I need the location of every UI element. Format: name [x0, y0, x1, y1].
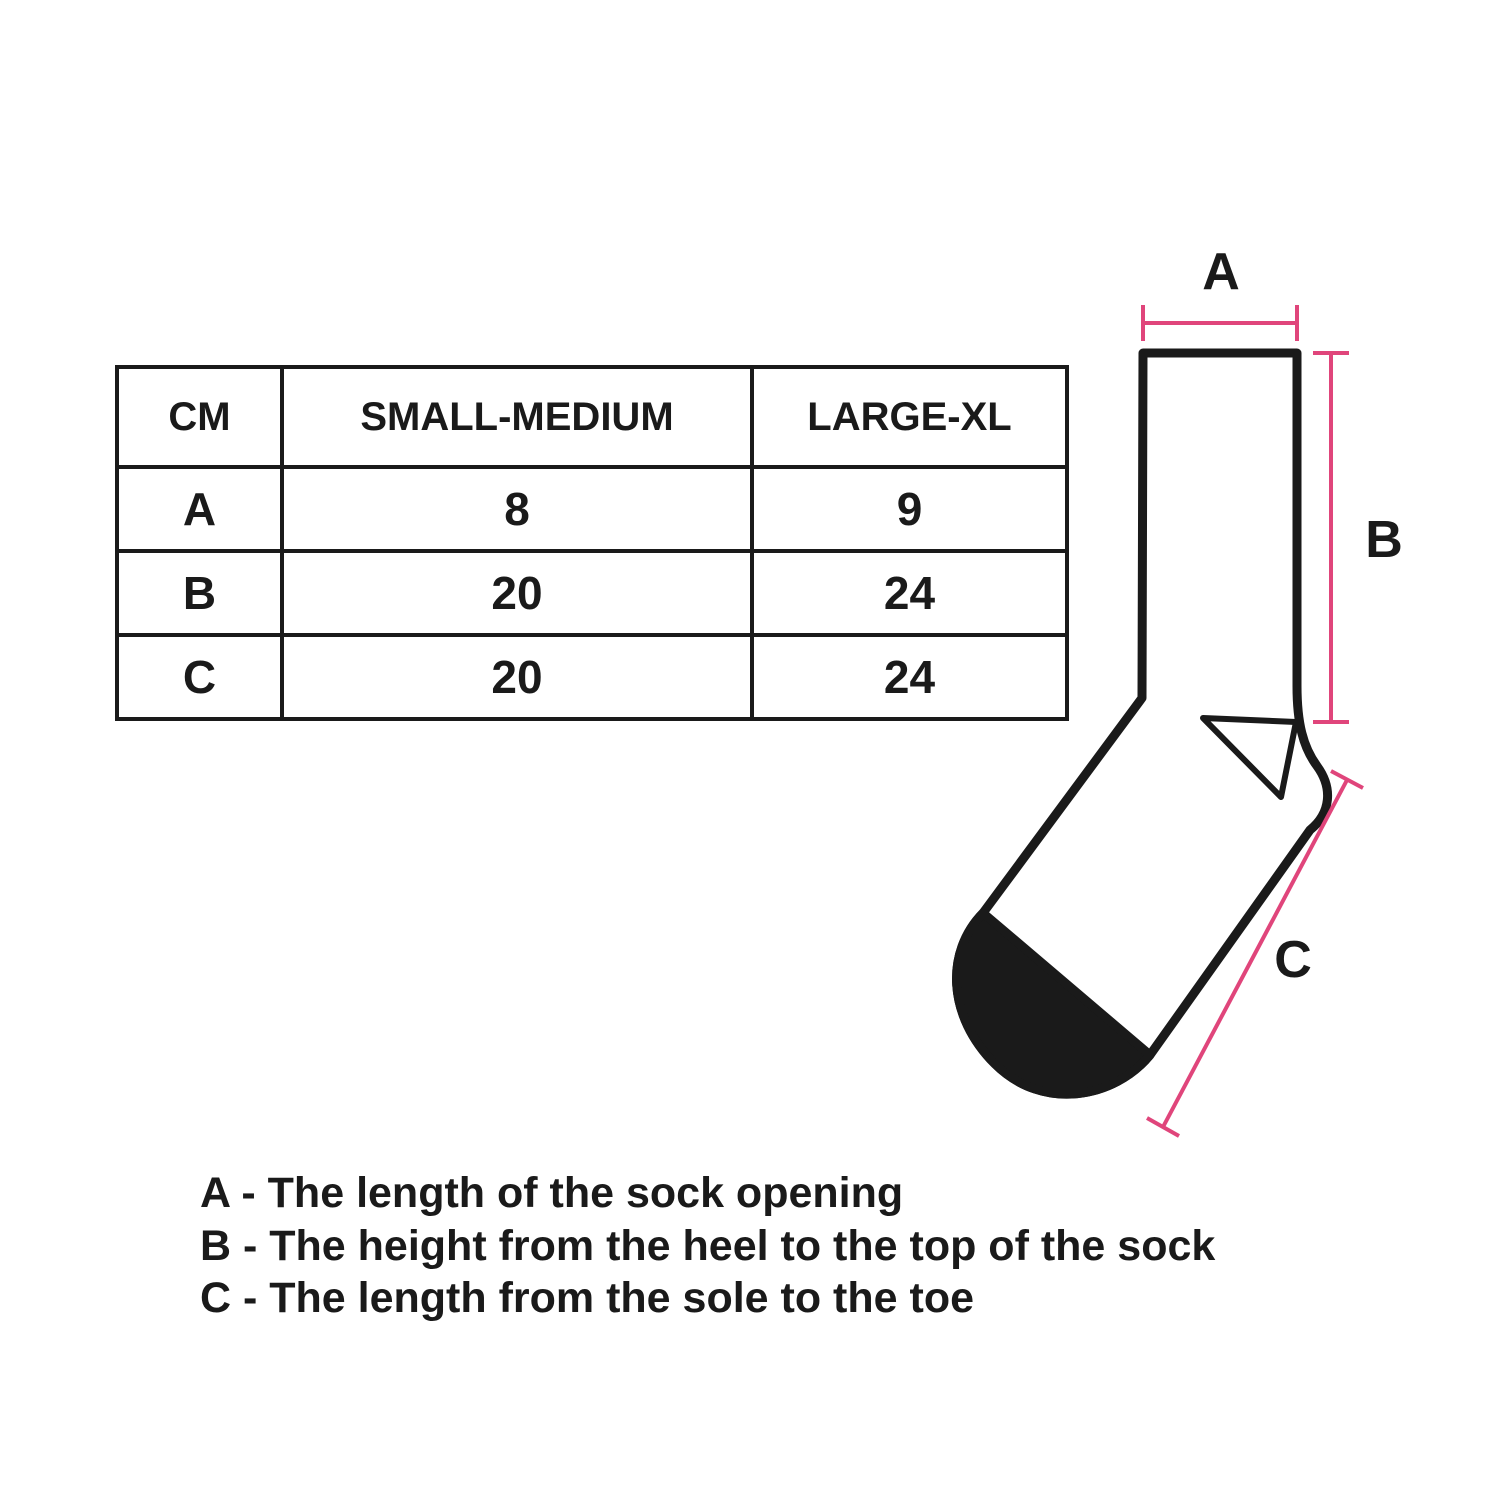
- sock-toe: [952, 908, 1155, 1099]
- row-large-xl-value: 24: [750, 549, 1069, 637]
- measure-line-b: [1313, 351, 1349, 724]
- row-large-xl-value: 9: [750, 465, 1069, 553]
- row-label: C: [115, 633, 284, 721]
- header-small-medium: SMALL-MEDIUM: [280, 365, 754, 469]
- table-header-row: CM SMALL-MEDIUM LARGE-XL: [115, 365, 1069, 469]
- row-large-xl-value: 24: [750, 633, 1069, 721]
- legend-item-c: C - The length from the sole to the toe: [200, 1274, 974, 1323]
- row-small-medium-value: 20: [280, 633, 754, 721]
- header-cm: CM: [115, 365, 284, 469]
- measure-line-a: [1141, 305, 1299, 341]
- legend-item-b: B - The height from the heel to the top …: [200, 1221, 1216, 1270]
- row-small-medium-value: 8: [280, 465, 754, 553]
- table-row: C 20 24: [115, 633, 1069, 721]
- label-c: C: [1274, 931, 1312, 989]
- sock-heel-seam: [1200, 715, 1299, 800]
- legend: A - The length of the sock opening B - T…: [200, 1168, 1215, 1326]
- table-row: B 20 24: [115, 549, 1069, 637]
- label-a: A: [1202, 243, 1240, 301]
- size-table: CM SMALL-MEDIUM LARGE-XL A 8 9 B 20 24 C…: [115, 365, 1069, 721]
- row-label: A: [115, 465, 284, 553]
- measure-line-c: [1146, 769, 1364, 1138]
- table-row: A 8 9: [115, 465, 1069, 553]
- row-label: B: [115, 549, 284, 637]
- header-large-xl: LARGE-XL: [750, 365, 1069, 469]
- label-b: B: [1365, 511, 1403, 569]
- row-small-medium-value: 20: [280, 549, 754, 637]
- legend-item-a: A - The length of the sock opening: [200, 1169, 904, 1217]
